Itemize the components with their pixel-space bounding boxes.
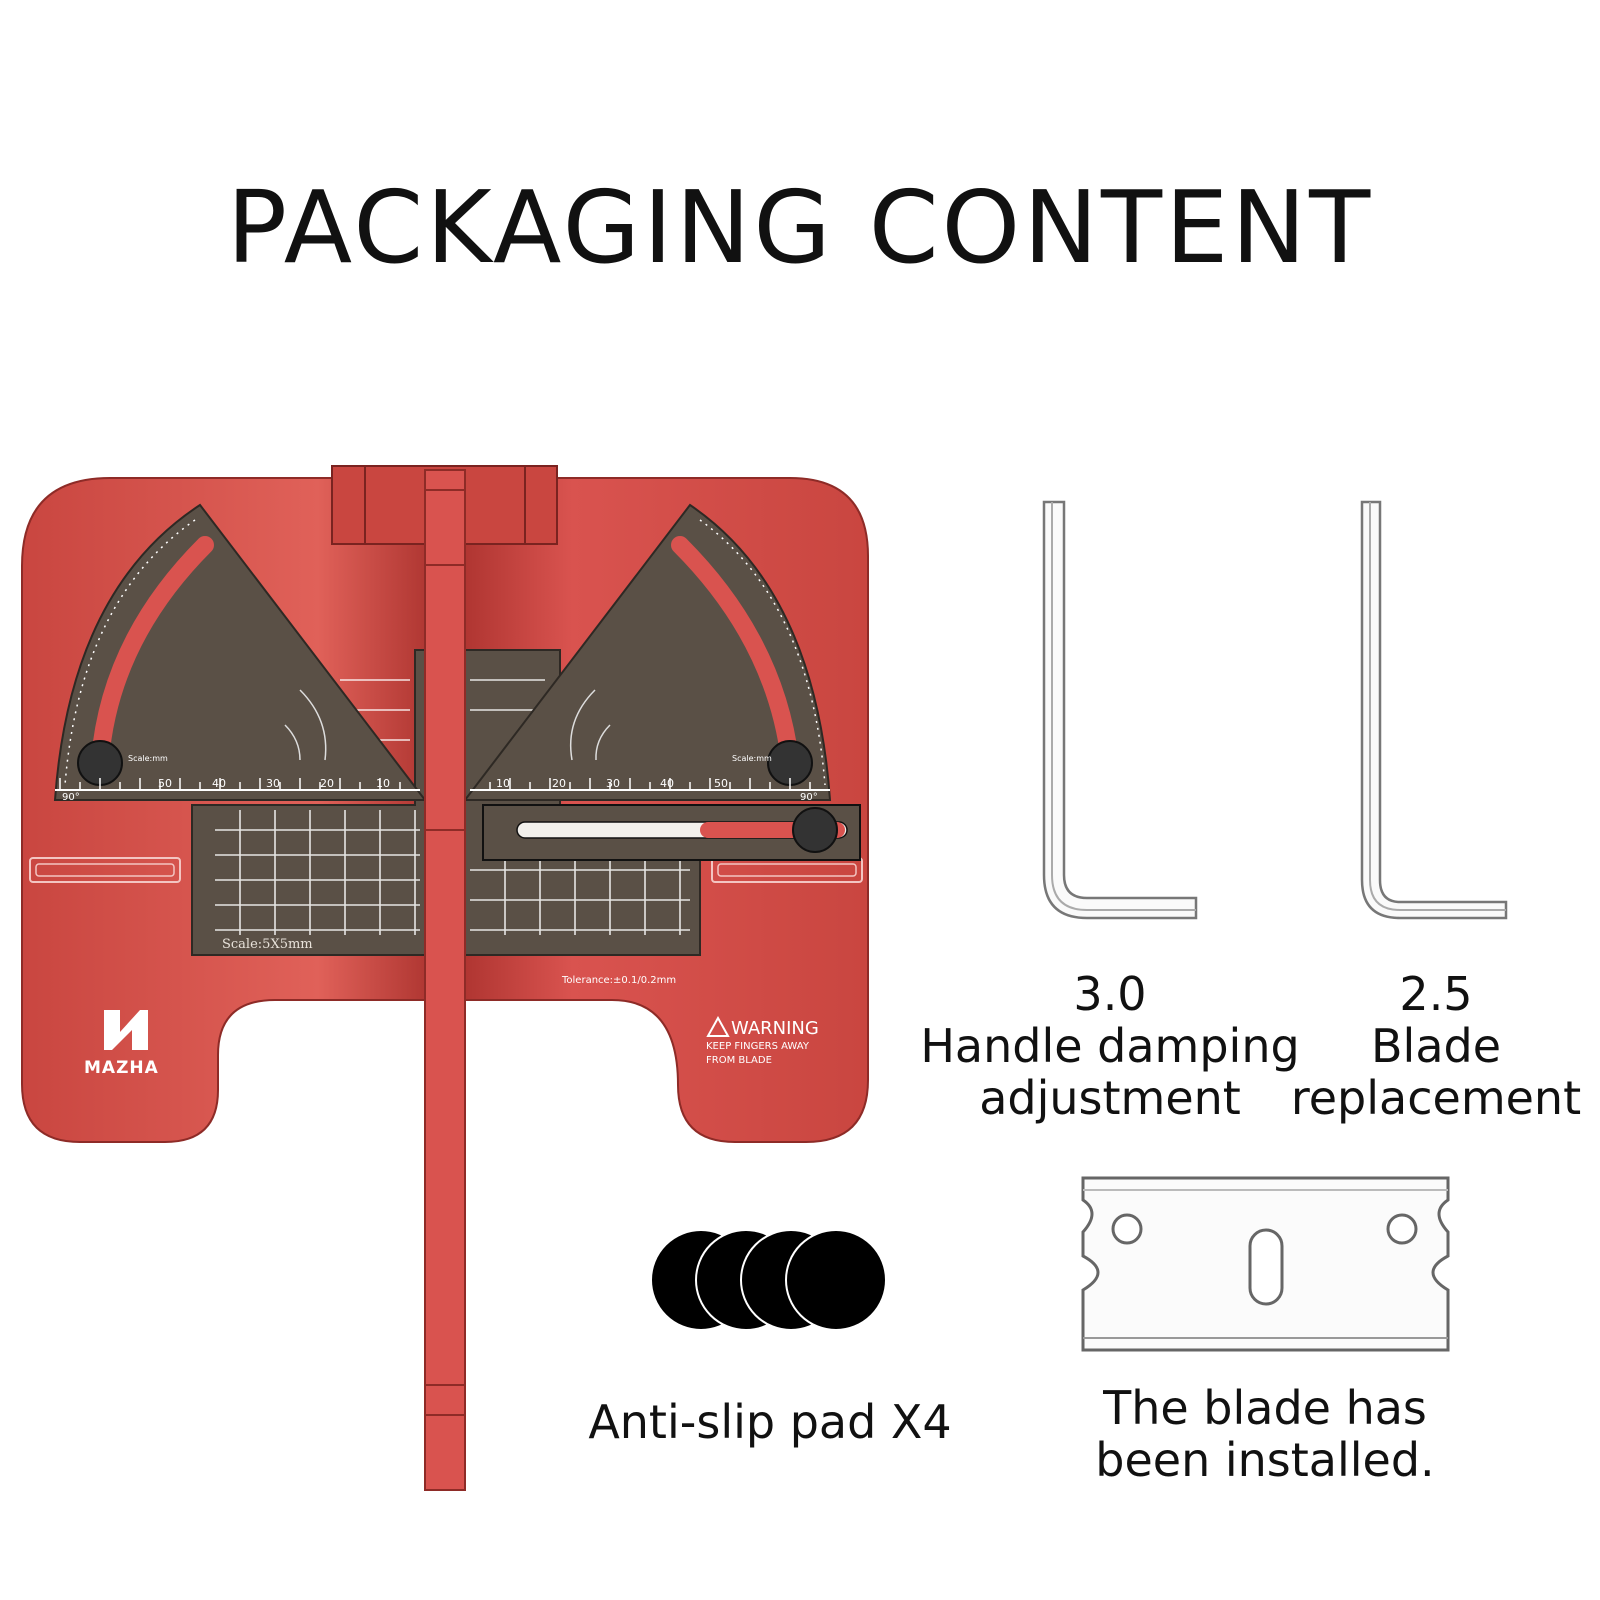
hex-key-3-caption: 3.0 Handle damping adjustment (910, 968, 1310, 1124)
grid-scale-label: Scale:5X5mm (222, 937, 313, 952)
right-scale-number: 30 (606, 777, 620, 790)
right-scale-number: 20 (552, 777, 566, 790)
left-scale-number: 50 (158, 777, 172, 790)
hex-key-purpose: Handle damping (920, 1019, 1300, 1073)
right-scale-number: 50 (714, 777, 728, 790)
slide-knob (792, 807, 838, 853)
blade-caption: The blade has been installed. (1090, 1382, 1440, 1486)
hex-key-size: 2.5 (1399, 967, 1473, 1021)
blade-caption-line: The blade has (1103, 1381, 1427, 1435)
pads-caption: Anti-slip pad X4 (580, 1396, 960, 1448)
warning-line: FROM BLADE (706, 1055, 772, 1066)
hex-key-2-5-icon (1360, 500, 1508, 920)
left-scale-number: 20 (320, 777, 334, 790)
left-scale-number: 10 (376, 777, 390, 790)
warning-line: KEEP FINGERS AWAY (706, 1041, 810, 1052)
right-scale-number: 10 (496, 777, 510, 790)
hex-key-purpose: adjustment (979, 1071, 1241, 1125)
hex-key-size: 3.0 (1073, 967, 1147, 1021)
anti-slip-pads-icon (650, 1229, 887, 1331)
hex-key-purpose: replacement (1290, 1071, 1582, 1125)
tolerance-label: Tolerance:±0.1/0.2mm (561, 975, 676, 986)
grid-lines (215, 679, 690, 935)
miter-gauge-base: Scale:5X5mm 90° Scale:mm 50 40 30 (21, 465, 869, 1491)
left-end-degree: 90° (62, 792, 80, 803)
brand-name: MAZHA (84, 1058, 159, 1078)
brand-logo (104, 1010, 148, 1050)
hex-key-3-icon (1042, 500, 1198, 920)
right-scale-number: 40 (660, 777, 674, 790)
right-end-degree: 90° (800, 792, 818, 803)
pads-caption-text: Anti-slip pad X4 (588, 1395, 952, 1449)
hex-key-purpose: Blade (1370, 1019, 1502, 1073)
left-scale-label: Scale:mm (128, 754, 168, 763)
warning-title: WARNING (731, 1018, 819, 1039)
guide-rail (424, 469, 466, 1491)
page-title: PACKAGING CONTENT (226, 169, 1374, 286)
hex-key-2-5-caption: 2.5 Blade replacement (1286, 968, 1586, 1124)
left-scale-number: 40 (212, 777, 226, 790)
blade-caption-line: been installed. (1095, 1433, 1435, 1487)
blade-icon (1081, 1176, 1450, 1352)
warning-icon (706, 1015, 730, 1037)
left-scale-number: 30 (266, 777, 280, 790)
right-scale-label: Scale:mm (732, 754, 772, 763)
